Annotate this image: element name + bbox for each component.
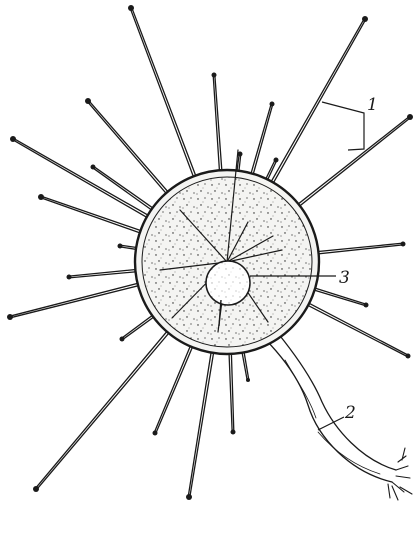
axopodium-tip (91, 165, 96, 170)
callout-label-1: 1 (367, 95, 378, 115)
axopodium-tip (364, 303, 369, 308)
callout-label-2: 2 (344, 403, 356, 423)
axopodium-tip (10, 136, 16, 142)
axopodium-tip (274, 158, 279, 163)
axopodium-tip (362, 16, 368, 22)
axopodium-tip (7, 314, 13, 320)
axopodium-tip (212, 73, 217, 78)
axopodium-tip (231, 430, 236, 435)
axopodium-tip (246, 378, 250, 382)
axopodium-tip (407, 114, 413, 120)
axopodium-tip (270, 102, 275, 107)
axopodium-tip (85, 98, 91, 104)
axopodium-tip (401, 242, 406, 247)
axopodium-tip (67, 275, 72, 280)
axopodium-tip (128, 5, 134, 11)
axopodium-tip (406, 354, 411, 359)
stalk (258, 326, 412, 500)
axopodium-tip (38, 194, 44, 200)
callout-label-3: 3 (339, 268, 350, 288)
axopodium-tip (120, 337, 125, 342)
axopodium-tip (33, 486, 39, 492)
callout-1-lines (322, 102, 364, 150)
axopodium-tip (153, 431, 158, 436)
axopodium-tip (186, 494, 192, 500)
axopodium-tip (118, 244, 123, 249)
